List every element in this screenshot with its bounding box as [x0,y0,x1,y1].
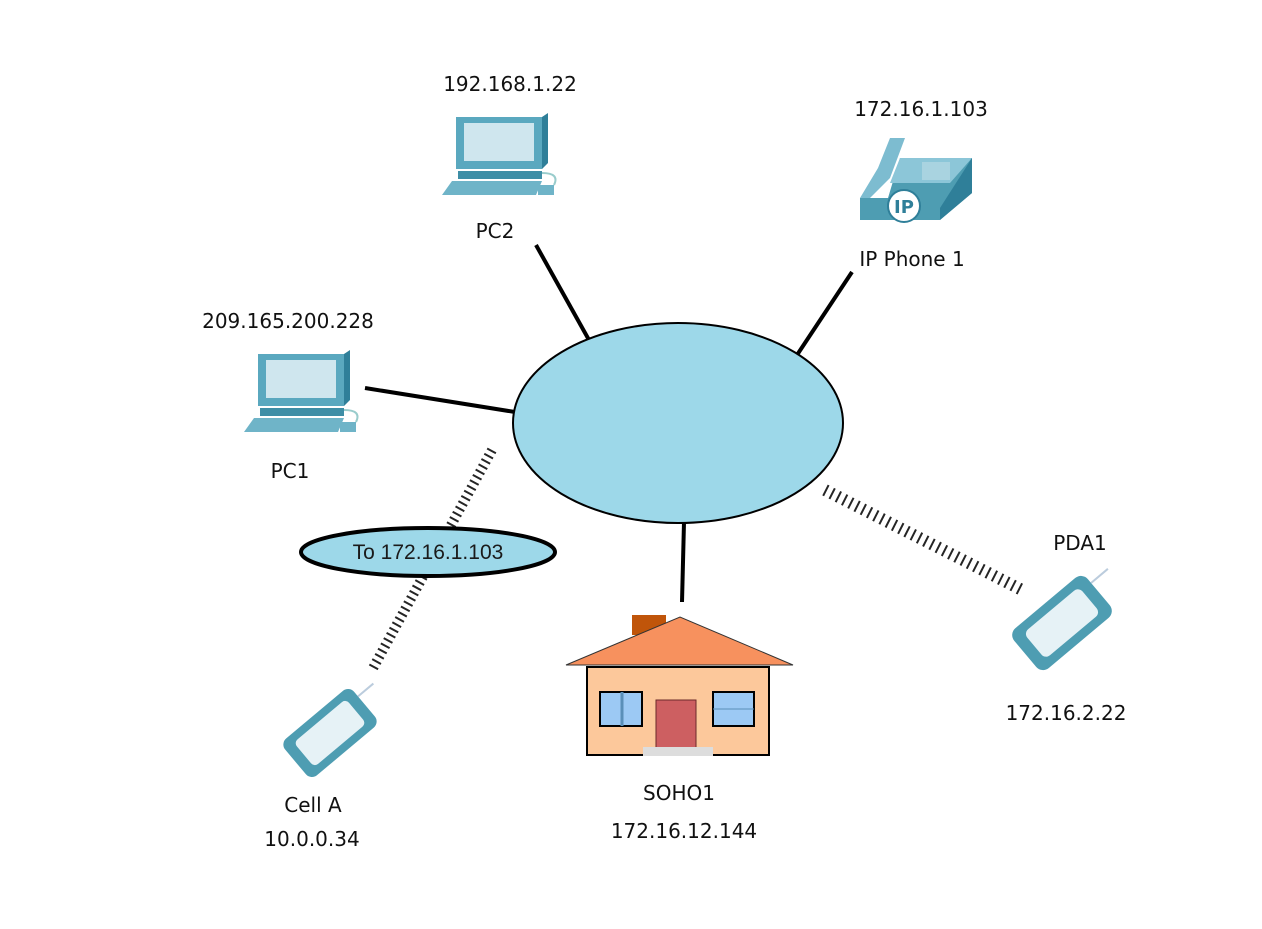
cella-ip: 10.0.0.34 [264,827,359,851]
node-pc1[interactable]: 209.165.200.228 PC1 [202,309,374,483]
desktop-pc-icon [442,113,557,195]
callout-bubble: To 172.16.1.103 [299,526,557,578]
cella-name: Cell A [284,793,342,817]
node-pc2[interactable]: 192.168.1.22 PC2 [442,72,577,243]
pda-ip: 172.16.2.22 [1006,701,1127,725]
house-icon [565,615,794,756]
pc1-ip: 209.165.200.228 [202,309,374,333]
node-soho1[interactable]: SOHO1 172.16.12.144 [565,615,794,843]
pc2-ip: 192.168.1.22 [443,72,577,96]
link-pc1-cloud [364,386,516,414]
link-pc2-cloud [534,244,591,341]
link-ipphone-cloud [795,270,854,357]
ipphone-name: IP Phone 1 [859,247,964,271]
desktop-pc-icon [244,350,359,432]
ip-phone-icon: IP [860,138,972,223]
link-soho-cloud [680,521,686,603]
pc1-name: PC1 [271,459,310,483]
wireless-link-pda [822,484,1025,596]
pda-icon [1012,568,1112,671]
node-ip-phone-1[interactable]: 172.16.1.103 IP IP Phone 1 [854,97,988,271]
soho-name: SOHO1 [643,781,715,805]
pda-name: PDA1 [1053,531,1107,555]
cell-phone-icon [283,682,377,778]
callout-text: To 172.16.1.103 [353,541,504,564]
node-pda1[interactable]: PDA1 172.16.2.22 [1006,531,1133,725]
ipphone-ip: 172.16.1.103 [854,97,988,121]
network-cloud[interactable] [512,322,844,524]
soho-ip: 172.16.12.144 [611,819,757,843]
pc2-name: PC2 [476,219,515,243]
ip-badge: IP [894,197,914,218]
node-cell-a[interactable]: Cell A 10.0.0.34 [264,673,395,851]
